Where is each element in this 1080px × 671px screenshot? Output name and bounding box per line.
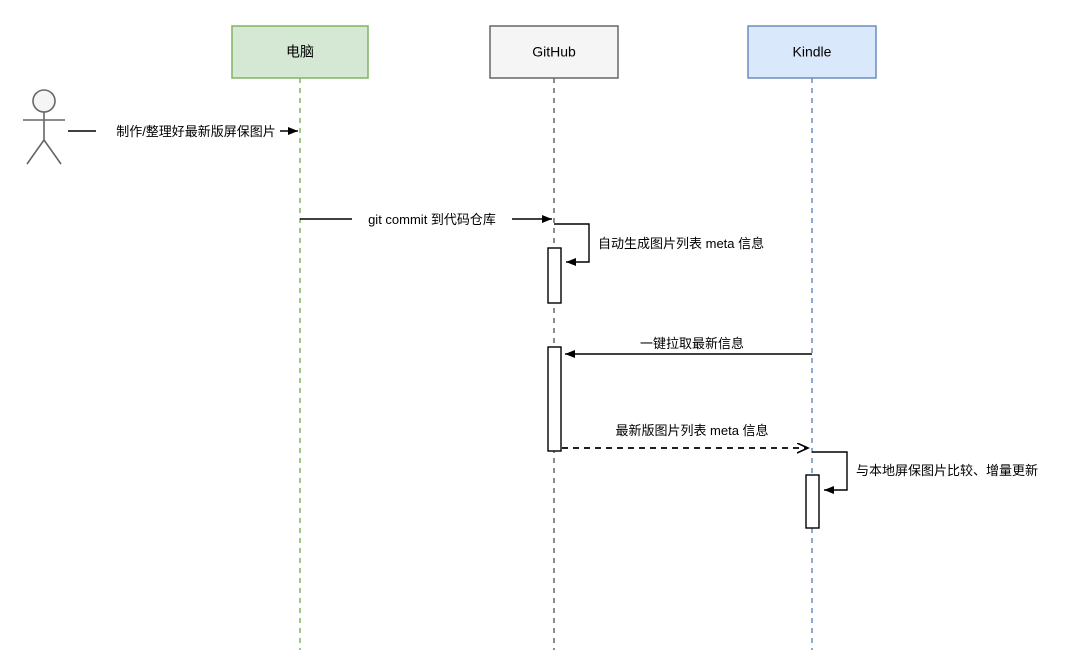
- message-3-label: 自动生成图片列表 meta 信息: [598, 236, 764, 251]
- lifeline-label-computer: 电脑: [286, 44, 314, 60]
- lifeline-box-github[interactable]: [489, 25, 619, 79]
- message-1-label: 制作/整理好最新版屏保图片: [116, 124, 276, 139]
- actor-leg-left: [26, 139, 45, 165]
- actor-stick-figure[interactable]: [23, 89, 65, 165]
- activation-kindle-1[interactable]: [805, 474, 820, 529]
- actor-leg-right: [43, 139, 62, 165]
- lifeline-header-kindle[interactable]: Kindle: [747, 25, 877, 79]
- message-6-group[interactable]: 与本地屏保图片比较、增量更新: [812, 451, 1038, 494]
- message-1-group[interactable]: 制作/整理好最新版屏保图片: [68, 124, 298, 139]
- message-2-group[interactable]: git commit 到代码仓库: [300, 212, 552, 227]
- message-3-self-loop: [554, 223, 590, 266]
- lifeline-header-computer[interactable]: 电脑: [231, 25, 369, 79]
- message-5-label: 最新版图片列表 meta 信息: [615, 423, 768, 438]
- lifeline-label-github: GitHub: [532, 44, 576, 60]
- activation-bars: [547, 247, 820, 529]
- message-6-self-loop: [812, 451, 848, 494]
- lifeline-box-computer[interactable]: [231, 25, 369, 79]
- message-5-group[interactable]: 最新版图片列表 meta 信息: [562, 423, 808, 448]
- activation-github-1[interactable]: [547, 247, 562, 304]
- message-4-label: 一键拉取最新信息: [640, 336, 744, 351]
- message-6-label: 与本地屏保图片比较、增量更新: [856, 463, 1038, 478]
- actor-head-icon: [32, 89, 56, 113]
- lifeline-header-github[interactable]: GitHub: [489, 25, 619, 79]
- lifeline-box-kindle[interactable]: [747, 25, 877, 79]
- message-4-group[interactable]: 一键拉取最新信息: [565, 336, 812, 358]
- message-3-group[interactable]: 自动生成图片列表 meta 信息: [554, 223, 764, 266]
- lifeline-label-kindle: Kindle: [793, 44, 832, 60]
- activation-github-2[interactable]: [547, 346, 562, 452]
- message-2-label: git commit 到代码仓库: [368, 212, 496, 227]
